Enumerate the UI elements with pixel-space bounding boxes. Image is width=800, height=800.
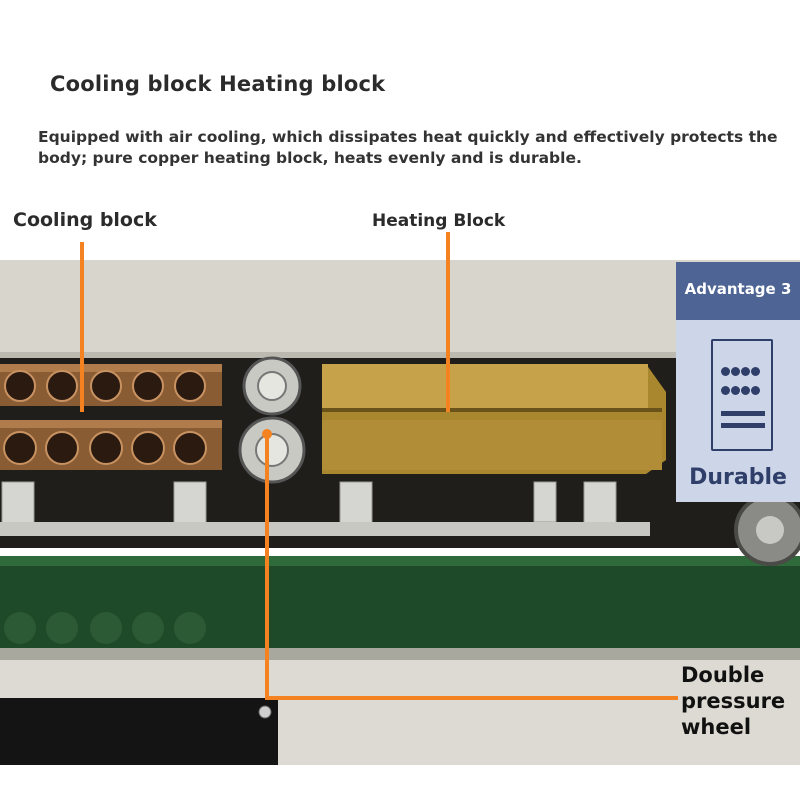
pressure-wheels [238,356,306,484]
heating-block-label: Heating Block [372,211,506,231]
badge-header: Advantage 3 [676,262,800,320]
server-rack-icon [711,339,773,451]
badge-subtitle: Durable [689,465,787,490]
cooling-block-label: Cooling block [13,209,157,231]
top-cover [0,260,800,358]
cooling-block [0,364,222,470]
description-text: Equipped with air cooling, which dissipa… [38,128,778,167]
badge-title: Advantage 3 [684,280,792,298]
advantage-badge: Advantage 3 Durable [676,262,800,502]
page-title: Cooling block Heating block [50,72,386,96]
heating-block [322,364,666,474]
sealer-machine-photo [0,260,800,765]
double-pressure-wheel-label: Double pressure wheel [681,663,786,739]
control-panel [0,698,278,765]
